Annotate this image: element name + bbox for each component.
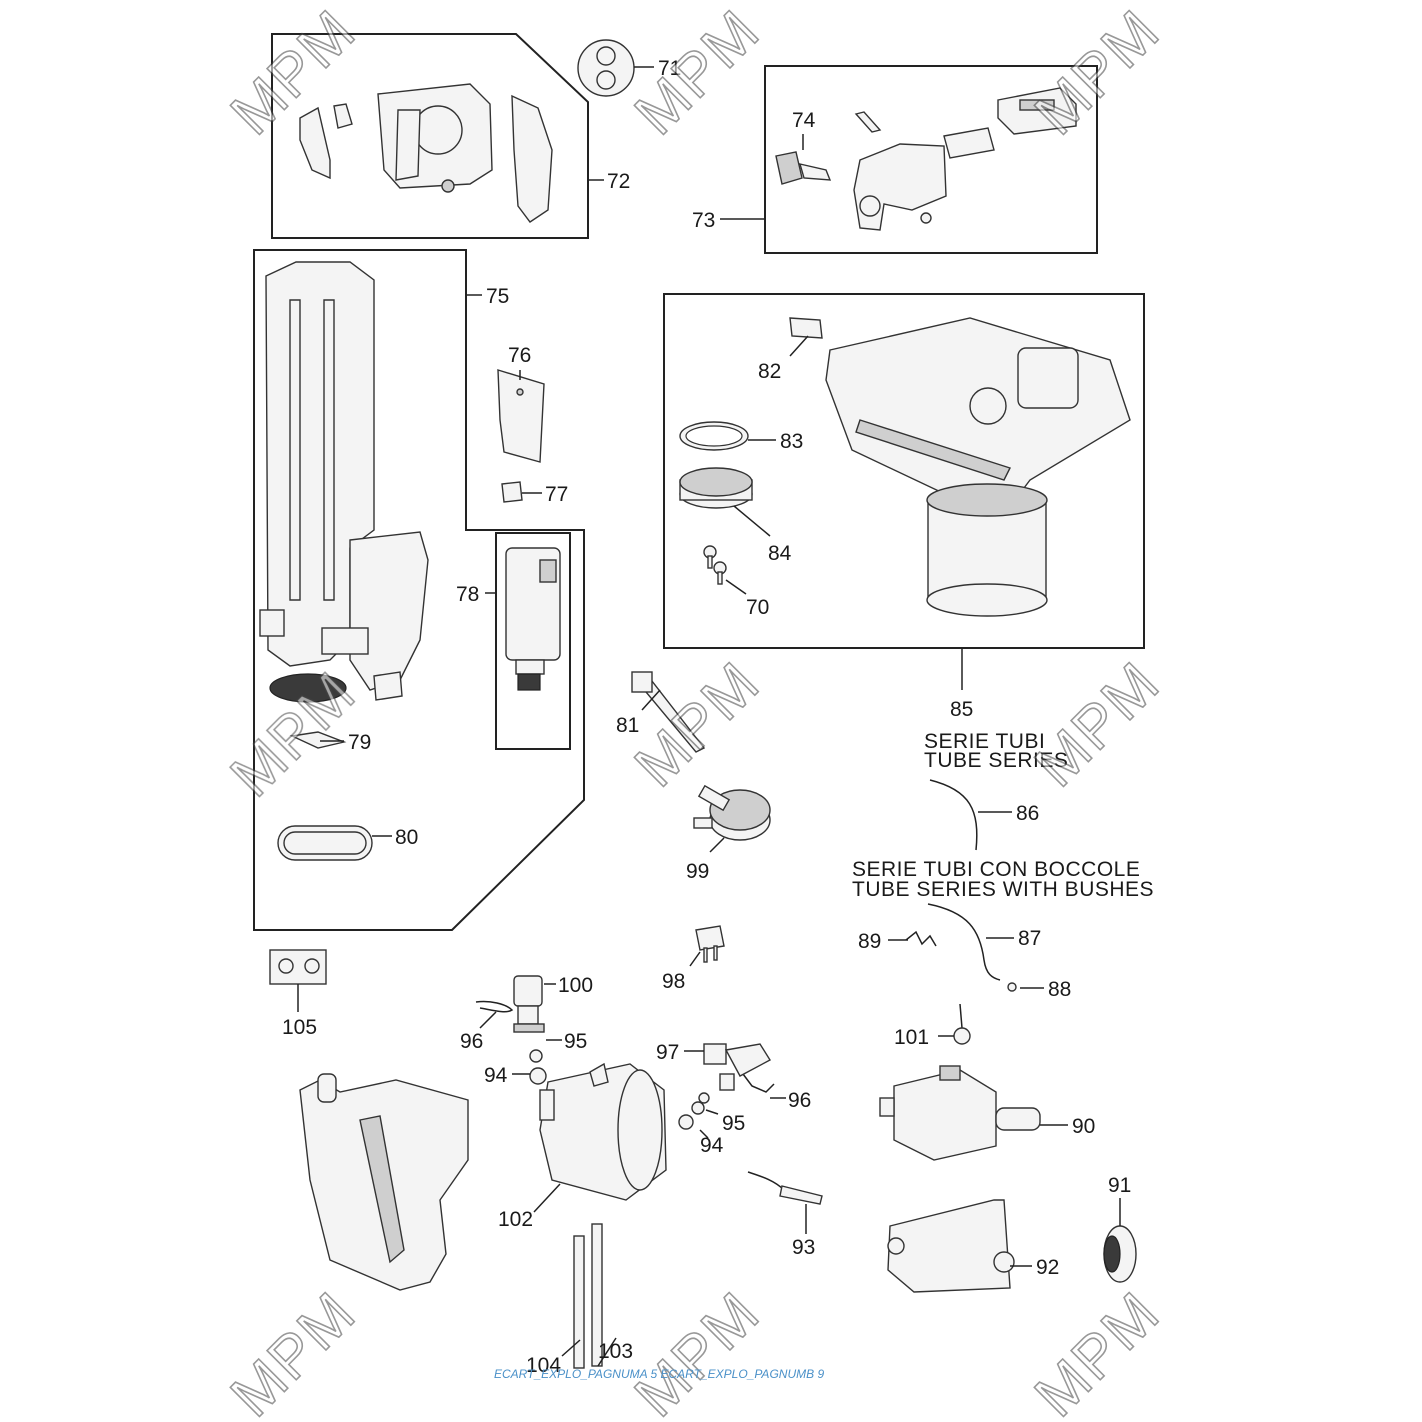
group-box-75 xyxy=(253,249,585,931)
callout-70: 70 xyxy=(746,596,769,619)
part-88-washer xyxy=(1007,982,1017,992)
part-82-clip xyxy=(789,317,823,339)
group-box-73 xyxy=(764,65,1098,254)
group-box-78 xyxy=(495,532,571,750)
part-70-screws xyxy=(703,545,727,585)
part-77-clip xyxy=(501,481,523,503)
part-105-block xyxy=(269,949,327,985)
part-96-clip-a xyxy=(475,1000,514,1013)
group-box-72 xyxy=(271,33,589,239)
callout-96-left: 96 xyxy=(460,1030,483,1053)
part-93-probe xyxy=(747,1171,823,1205)
part-94-95-washers xyxy=(529,1049,710,1130)
part-89-clip xyxy=(905,930,937,947)
part-71-disc xyxy=(577,39,635,97)
callout-74: 74 xyxy=(792,109,816,132)
watermark: MPM xyxy=(218,1279,369,1422)
callout-98: 98 xyxy=(662,970,685,993)
part-86-tube xyxy=(929,779,978,851)
callout-77: 77 xyxy=(545,483,568,506)
callout-82: 82 xyxy=(758,360,781,383)
part-79-clip xyxy=(289,731,347,749)
part-102-boiler xyxy=(539,1062,667,1201)
part-90-pump xyxy=(879,1065,1041,1161)
watermark: MPM xyxy=(622,649,773,800)
watermark: MPM xyxy=(622,1279,773,1422)
callout-72: 72 xyxy=(607,170,630,193)
part-73-74-assembly xyxy=(775,87,1077,231)
part-78-motor xyxy=(505,547,561,691)
caption-tube-series-it: SERIE TUBI xyxy=(924,730,1045,753)
callout-102: 102 xyxy=(498,1208,533,1231)
part-103-104-tubes xyxy=(573,1223,603,1369)
callout-94-right: 94 xyxy=(700,1134,724,1157)
callout-97: 97 xyxy=(656,1041,679,1064)
callout-91: 91 xyxy=(1108,1174,1131,1197)
part-97-valve xyxy=(703,1043,771,1091)
part-100-valve xyxy=(513,975,545,1033)
callout-86: 86 xyxy=(1016,802,1039,825)
callout-105: 105 xyxy=(282,1016,317,1039)
callout-73: 73 xyxy=(692,209,715,232)
callout-88: 88 xyxy=(1048,978,1071,1001)
watermark: MPM xyxy=(1022,649,1173,800)
part-98-switch xyxy=(695,925,725,963)
part-81-rod xyxy=(631,671,706,753)
caption-bush-series-it: SERIE TUBI CON BOCCOLE xyxy=(852,858,1140,881)
part-housing xyxy=(299,1073,469,1291)
callout-84: 84 xyxy=(768,542,792,565)
leader-lines xyxy=(297,66,1121,1367)
callout-101: 101 xyxy=(894,1026,929,1049)
callout-89: 89 xyxy=(858,930,881,953)
callout-75: 75 xyxy=(486,285,509,308)
part-101-fuse xyxy=(953,1003,971,1045)
part-91-knob xyxy=(1103,1225,1137,1283)
callout-92: 92 xyxy=(1036,1256,1059,1279)
callout-87: 87 xyxy=(1018,927,1041,950)
group-box-85 xyxy=(663,293,1145,649)
watermark: MPM xyxy=(1022,1279,1173,1422)
callout-93: 93 xyxy=(792,1236,815,1259)
part-84-filter xyxy=(679,467,753,509)
callout-78: 78 xyxy=(456,583,479,606)
part-83-ring xyxy=(679,421,749,451)
callout-85: 85 xyxy=(950,698,973,721)
callout-100: 100 xyxy=(558,974,593,997)
callout-95-right: 95 xyxy=(722,1112,745,1135)
callout-96-right: 96 xyxy=(788,1089,811,1112)
part-92-bracket xyxy=(887,1199,1015,1293)
caption-tube-series-en: TUBE SERIES xyxy=(924,749,1068,772)
caption-bush-series-en: TUBE SERIES WITH BUSHES xyxy=(852,878,1154,901)
callout-80: 80 xyxy=(395,826,418,849)
part-96-clip-b xyxy=(739,1069,775,1093)
callout-90: 90 xyxy=(1072,1115,1095,1138)
callout-104: 104 xyxy=(526,1354,561,1377)
part-75-frame xyxy=(259,261,429,703)
callout-81: 81 xyxy=(616,714,639,737)
part-85-brew-unit xyxy=(825,317,1131,617)
watermark: MPM xyxy=(622,0,773,147)
callout-103: 103 xyxy=(598,1340,633,1363)
callout-71: 71 xyxy=(658,57,681,80)
callout-99: 99 xyxy=(686,860,709,883)
callout-83: 83 xyxy=(780,430,803,453)
callout-79: 79 xyxy=(348,731,371,754)
callout-94-left: 94 xyxy=(484,1064,508,1087)
part-72-assembly xyxy=(299,83,553,223)
callout-76: 76 xyxy=(508,344,531,367)
part-76-sheet xyxy=(497,369,545,463)
part-99-flowmeter xyxy=(693,784,771,841)
part-87-tube xyxy=(927,903,1001,981)
callout-95-left: 95 xyxy=(564,1030,587,1053)
footer-reference: ECART_EXPLO_PAGNUMA 5 ECART_EXPLO_PAGNUM… xyxy=(494,1367,824,1381)
part-80-belt xyxy=(277,825,373,861)
